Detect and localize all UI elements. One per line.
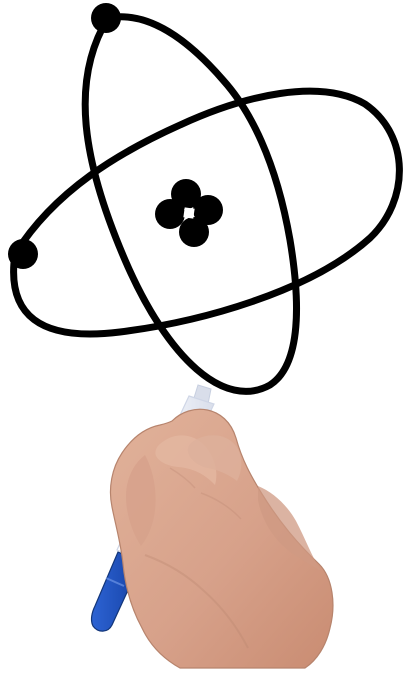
electron-top [91, 3, 121, 33]
atom-drawing [8, 3, 399, 391]
hand [110, 409, 332, 668]
nucleus-particle-left [155, 199, 185, 229]
nucleus [155, 179, 223, 247]
electron-left [8, 239, 38, 269]
nucleus-particle-bottom [179, 217, 209, 247]
